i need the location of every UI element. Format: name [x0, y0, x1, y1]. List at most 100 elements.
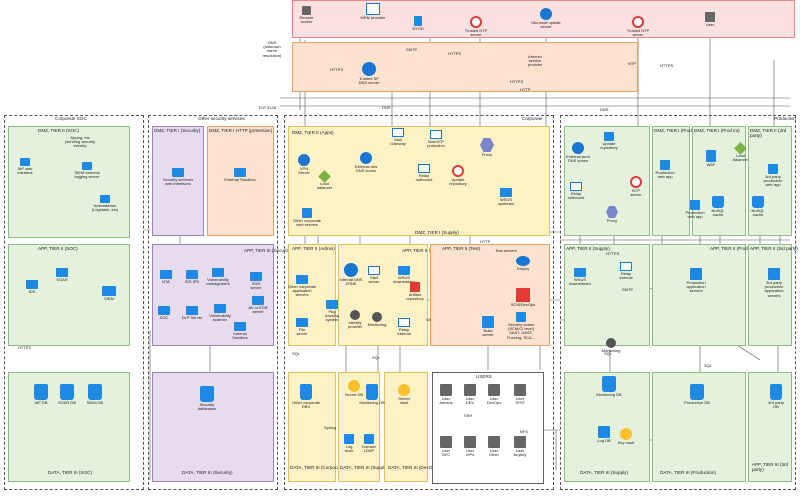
monitoring-label: Monitoring: [367, 322, 387, 327]
build-server-label: Build server: [482, 328, 494, 338]
vuln-scanner-icon: [214, 304, 226, 313]
monitoring2-icon: [606, 338, 616, 348]
mail-gw-label: Mail Gateway: [390, 137, 406, 147]
monitoring-icon: [372, 312, 382, 322]
int-dns-label: Internal DNS ZONE: [339, 277, 363, 287]
data-soc-label: DATA, TIER III (SOC): [48, 470, 92, 475]
log-store-icon: [344, 434, 354, 444]
mdm-label: MDM provider: [360, 15, 386, 20]
remote-worker-icon: [302, 6, 311, 15]
trusted-ntp-label: Trusted NTP server: [464, 28, 488, 38]
user-icon: [464, 384, 476, 396]
user-label: User SEC: [441, 448, 451, 458]
sec-db-icon: [200, 386, 214, 402]
relay-label: Relay outbound: [415, 173, 433, 183]
domain-ldap-label: Domain LDAP: [362, 444, 376, 454]
app-prod-zone: [652, 244, 746, 346]
data-corp-zone: [288, 372, 336, 482]
link-label: HTTP: [480, 239, 491, 244]
sec-services-label: Security services web interfaces: [162, 177, 194, 187]
test-servers-label: Test servers: [495, 248, 517, 253]
iap-web-label: IAP web interface: [17, 166, 33, 176]
data-3rd-label: APP, TIER III (3rd party): [752, 462, 789, 473]
update-repo-label: Update repository: [449, 177, 467, 187]
soar-label: SOAR: [56, 277, 68, 282]
link-label: HTTPS: [606, 251, 620, 256]
corporate-soc-label: Corporate SOC: [55, 116, 87, 121]
link-label: HTTPS: [18, 345, 32, 350]
ext-sandbox-label: External Sandbox: [224, 177, 256, 182]
link-label: SQL: [704, 363, 713, 368]
waf-label: WAF: [706, 162, 716, 167]
av-edr-label: AV or EDR server: [248, 305, 268, 315]
int-sandbox-icon: [234, 322, 246, 331]
ext-prod-dns-icon: [572, 142, 584, 154]
app-soc-label: APP, TIER II (SOC): [38, 246, 78, 251]
relay-out2-label: Relay outbound: [567, 191, 585, 201]
prod-db-label: Production DB: [684, 400, 710, 405]
vuln-scanner-label: Vulnerability scanner: [209, 313, 231, 323]
update-repo2-icon: [604, 132, 614, 141]
file-server-icon: [296, 318, 308, 327]
dmz-prod-zone: [652, 126, 690, 236]
user-label: User Other: [488, 448, 499, 458]
wsus-down2-icon: [574, 268, 586, 277]
int-dns-icon: [344, 263, 358, 277]
isp-label: Internet service provider: [527, 54, 543, 68]
xdr-icon: [250, 272, 262, 281]
other-corp-app-icon: [296, 275, 308, 284]
user-icon: [488, 384, 500, 396]
other-corp-web-label: Other corporate web servers: [292, 218, 321, 228]
app-supply2-label: APP, TIER II (Supply): [566, 246, 610, 251]
vuln-mgmt-label: Vulnerability management: [206, 277, 230, 287]
trusted-dns-icon: [362, 62, 376, 76]
user-label: User Anykey: [513, 448, 527, 458]
soc-app-label: SOC: [159, 315, 169, 320]
mail-gw-icon: [392, 128, 404, 137]
secret-db-icon: [348, 380, 360, 392]
link-label: HTTPS: [510, 79, 524, 84]
other-security-label: Other security services: [198, 116, 245, 121]
dmz-http-label: DMZ, TIER I HTTP (protection): [209, 128, 273, 133]
vuln-mgmt-icon: [212, 268, 224, 277]
prod-db-icon: [690, 384, 704, 400]
sec-scans-label: Security scans (SCM/CI level) SAST, DAST…: [507, 322, 535, 340]
monitoring-db-icon: [366, 384, 378, 400]
app-3rd-zone: [748, 244, 792, 346]
user-icon: [514, 384, 526, 396]
dmz-prod-label: DMZ, TIER I (Prod ext): [654, 128, 701, 133]
dlp-label: DLP Server: [181, 315, 203, 320]
nosql2-label: NoSQL cache: [751, 208, 765, 218]
prod-app-label: Production application servers: [686, 280, 706, 294]
soar-db-icon: [60, 384, 74, 400]
data-3rd-zone: [748, 372, 792, 482]
app-3rd-label: APP, TIER II (3rd party): [750, 246, 798, 251]
waf-icon: [706, 150, 716, 162]
dmz-security-zone: [152, 126, 204, 236]
app-test-zone: [430, 244, 550, 346]
deploy-label: Deploy: [516, 266, 530, 271]
app-security-label: APP, TIER III (Security): [244, 248, 292, 253]
trusted-ntp-icon: [470, 16, 482, 28]
monitoring2-label: Monitoring: [601, 348, 621, 353]
proxy2-label: Proxy: [606, 218, 618, 223]
secret-vault-label: Secret Vault: [398, 396, 410, 406]
other-security-zone: [148, 115, 278, 490]
isp-zone: [292, 42, 638, 92]
key-vault-label: Key vault: [617, 440, 635, 445]
link-label: SQL: [604, 351, 613, 356]
prod-web2-label: Production web app: [685, 210, 705, 220]
data-prod-label: DATA, TIER III (Production): [660, 470, 716, 475]
siem-icon: [102, 286, 116, 296]
user-top-icon: [705, 12, 715, 22]
link-label: TCP 3128: [258, 105, 276, 110]
ntaia-icon: [160, 270, 172, 279]
xdr-label: XDR server: [250, 281, 262, 291]
ext-dns-label: External dns DNS zones: [354, 164, 378, 174]
other-corp-db-icon: [300, 384, 312, 400]
load-bal2-label: Load balancer: [732, 153, 749, 163]
ext-prod-dns-label: External prod DNS zones: [566, 154, 590, 164]
corporate-label: Corporate: [522, 116, 543, 121]
user-icon: [488, 436, 500, 448]
data-devops-label: DATA, TIER III (DevOps): [388, 465, 439, 470]
